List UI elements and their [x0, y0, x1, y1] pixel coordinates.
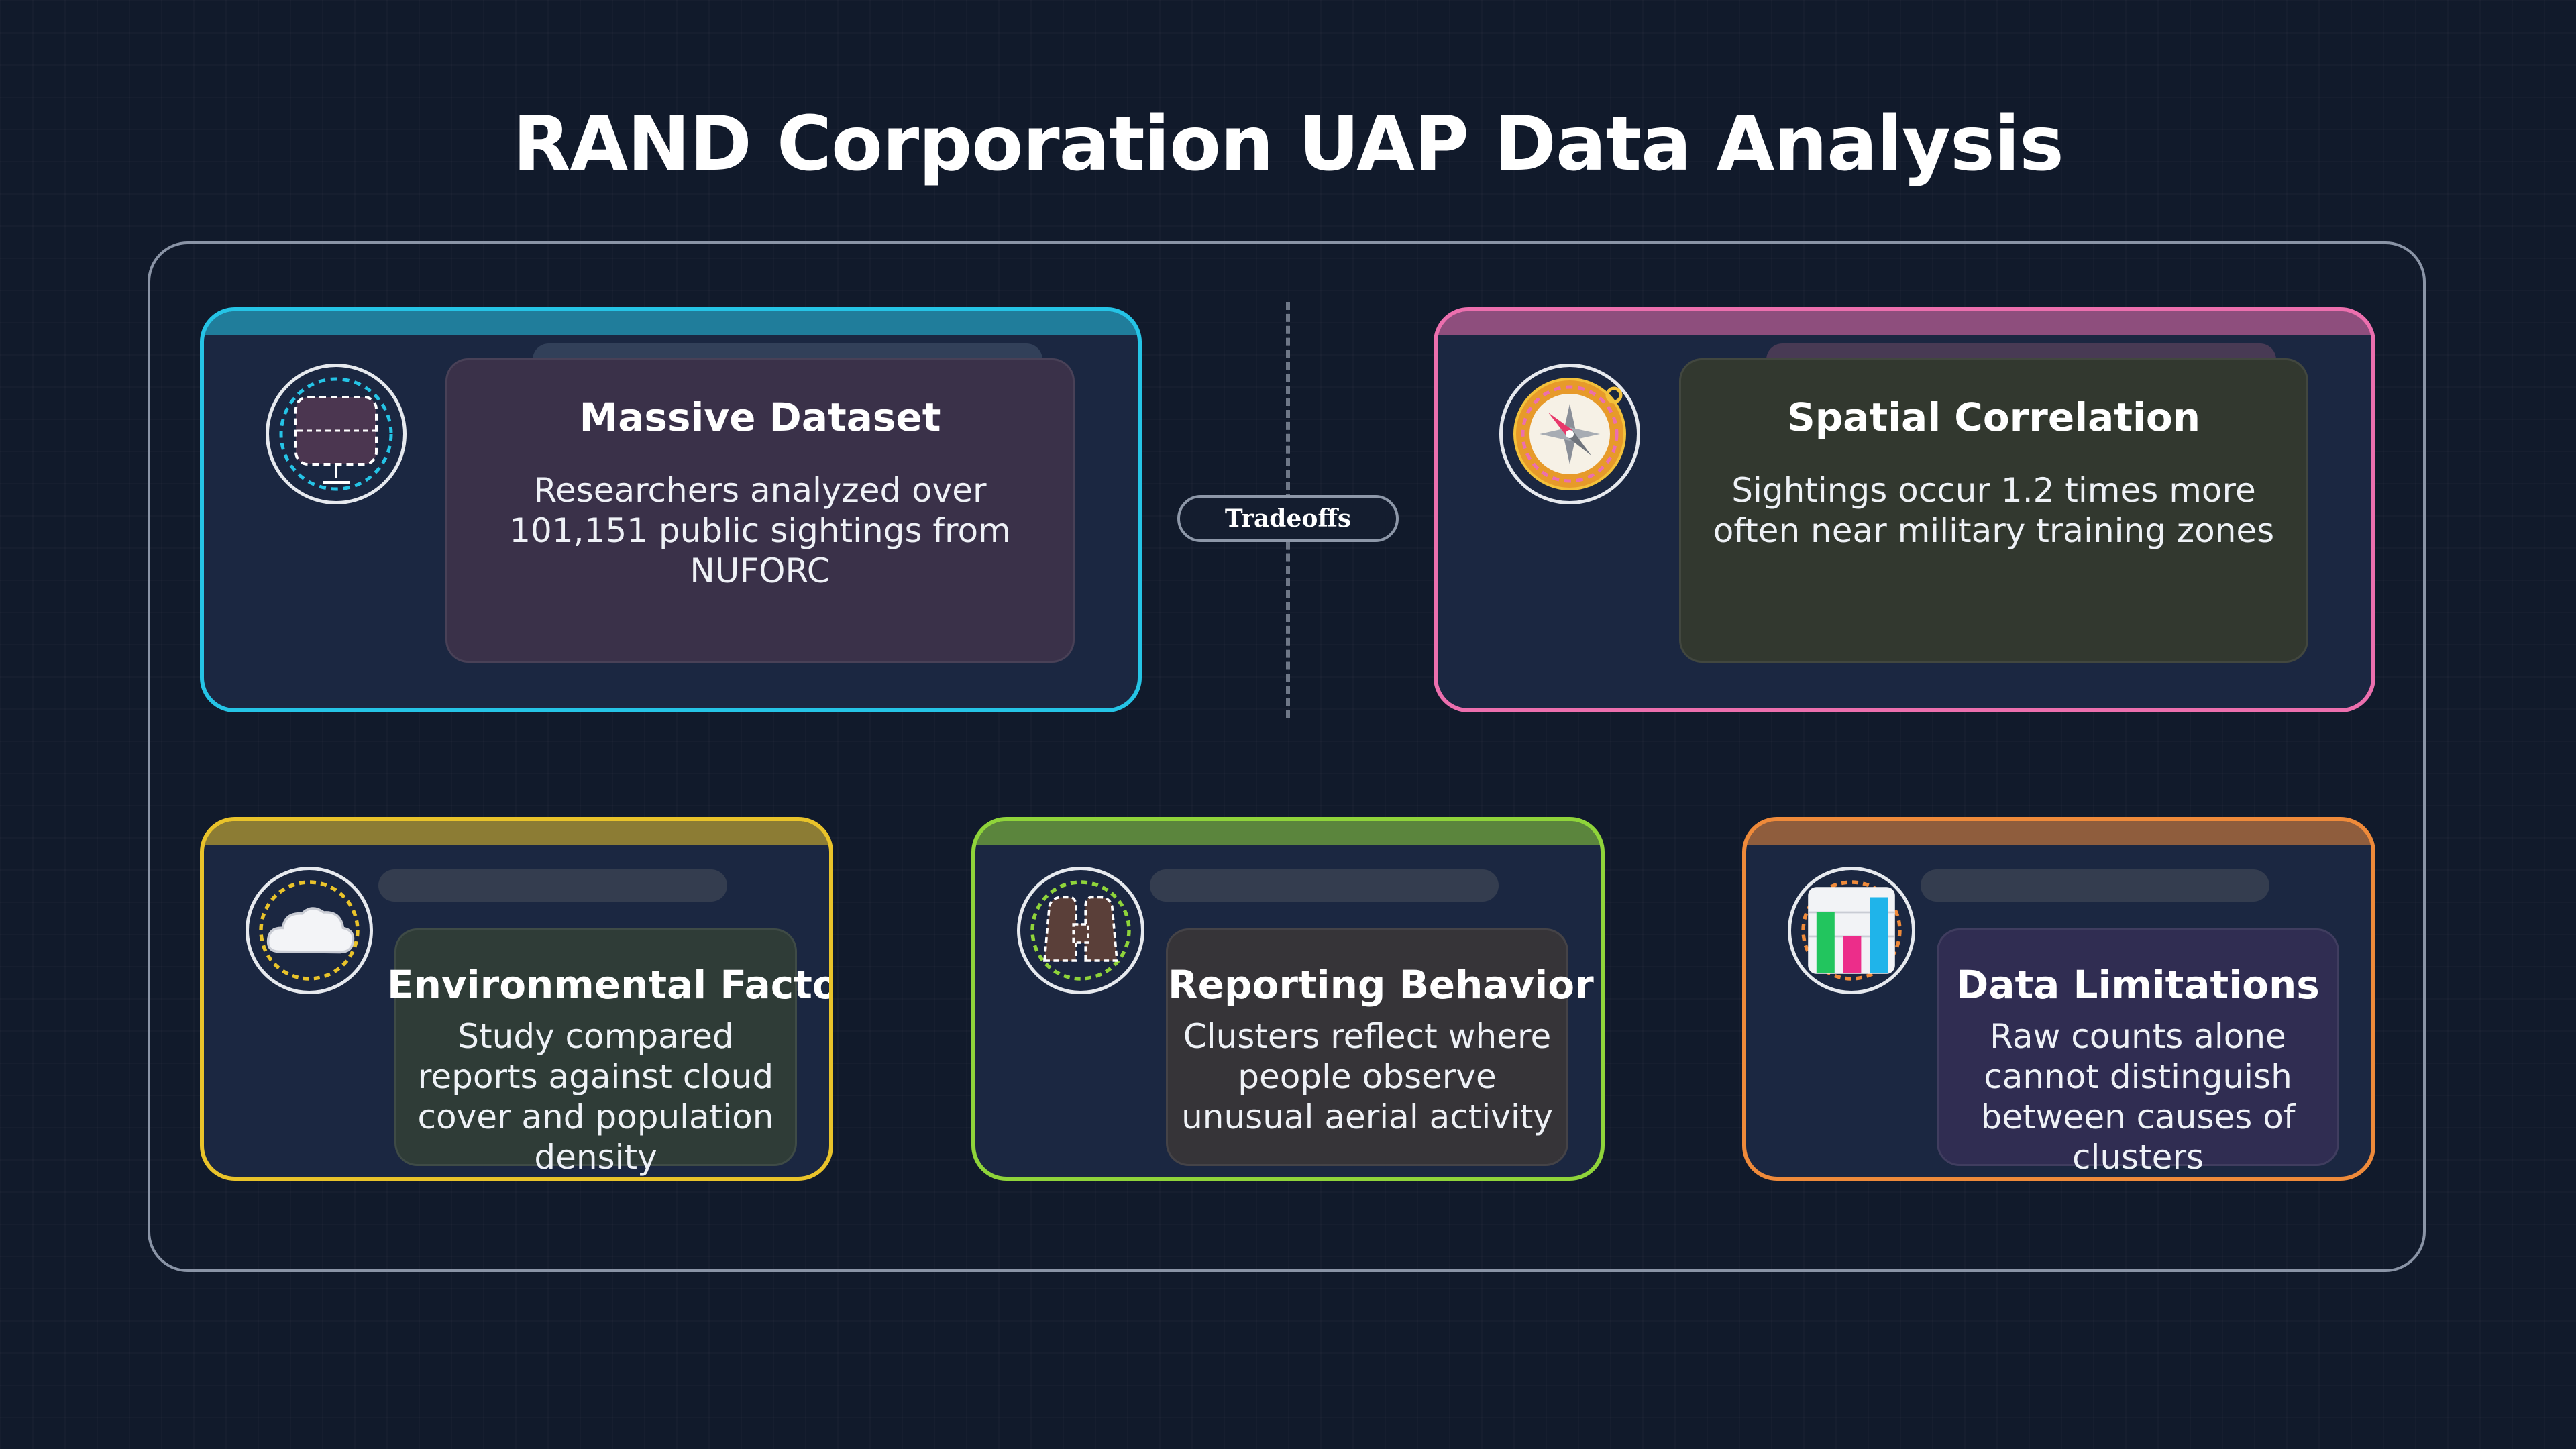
card-accent-strip	[204, 311, 1138, 335]
card-content-box: Environmental Factors Study compared rep…	[387, 928, 829, 1177]
card-title: Reporting Behavior	[1168, 962, 1594, 1008]
cloud-icon	[246, 867, 373, 994]
card-title: Environmental Factors	[387, 962, 833, 1008]
card-accent-strip	[1438, 311, 2371, 335]
binoculars-icon	[1017, 867, 1144, 994]
card-content-box: Reporting Behavior Clusters reflect wher…	[1166, 928, 1594, 1166]
decorative-bar	[1921, 869, 2269, 902]
card-accent-strip	[975, 821, 1601, 845]
card-description: Sightings occur 1.2 times more often nea…	[1713, 471, 2275, 550]
decorative-bar	[378, 869, 727, 902]
card-content-box: Massive Dataset Researchers analyzed ove…	[445, 358, 1075, 663]
compass-icon	[1499, 364, 1640, 504]
card-description: Researchers analyzed over 101,151 public…	[509, 471, 1011, 590]
diagram-frame	[148, 241, 2426, 1272]
card-title: Massive Dataset	[579, 394, 941, 440]
decorative-bar	[1150, 869, 1499, 902]
card-accent-strip	[204, 821, 829, 845]
tradeoffs-label: Tradeoffs	[1177, 495, 1399, 542]
card-description: Clusters reflect where people observe un…	[1181, 1017, 1553, 1136]
card-description: Raw counts alone cannot distinguish betw…	[1980, 1017, 2296, 1177]
card-description: Study compared reports against cloud cov…	[417, 1017, 774, 1177]
card-reporting-behavior: Reporting Behavior Clusters reflect wher…	[971, 817, 1605, 1181]
card-spatial-correlation: Spatial Correlation Sightings occur 1.2 …	[1434, 307, 2375, 712]
page-title: RAND Corporation UAP Data Analysis	[513, 101, 2064, 188]
card-content-box: Data Limitations Raw counts alone cannot…	[1937, 928, 2339, 1177]
card-accent-strip	[1746, 821, 2371, 845]
bar-chart-icon	[1788, 867, 1915, 994]
card-title: Data Limitations	[1956, 962, 2320, 1008]
card-content-box: Spatial Correlation Sightings occur 1.2 …	[1679, 358, 2308, 663]
card-environmental-factors: Environmental Factors Study compared rep…	[200, 817, 833, 1181]
card-title: Spatial Correlation	[1787, 394, 2200, 440]
card-data-limitations: Data Limitations Raw counts alone cannot…	[1742, 817, 2375, 1181]
dataset-icon	[266, 364, 407, 504]
card-massive-dataset: Massive Dataset Researchers analyzed ove…	[200, 307, 1142, 712]
